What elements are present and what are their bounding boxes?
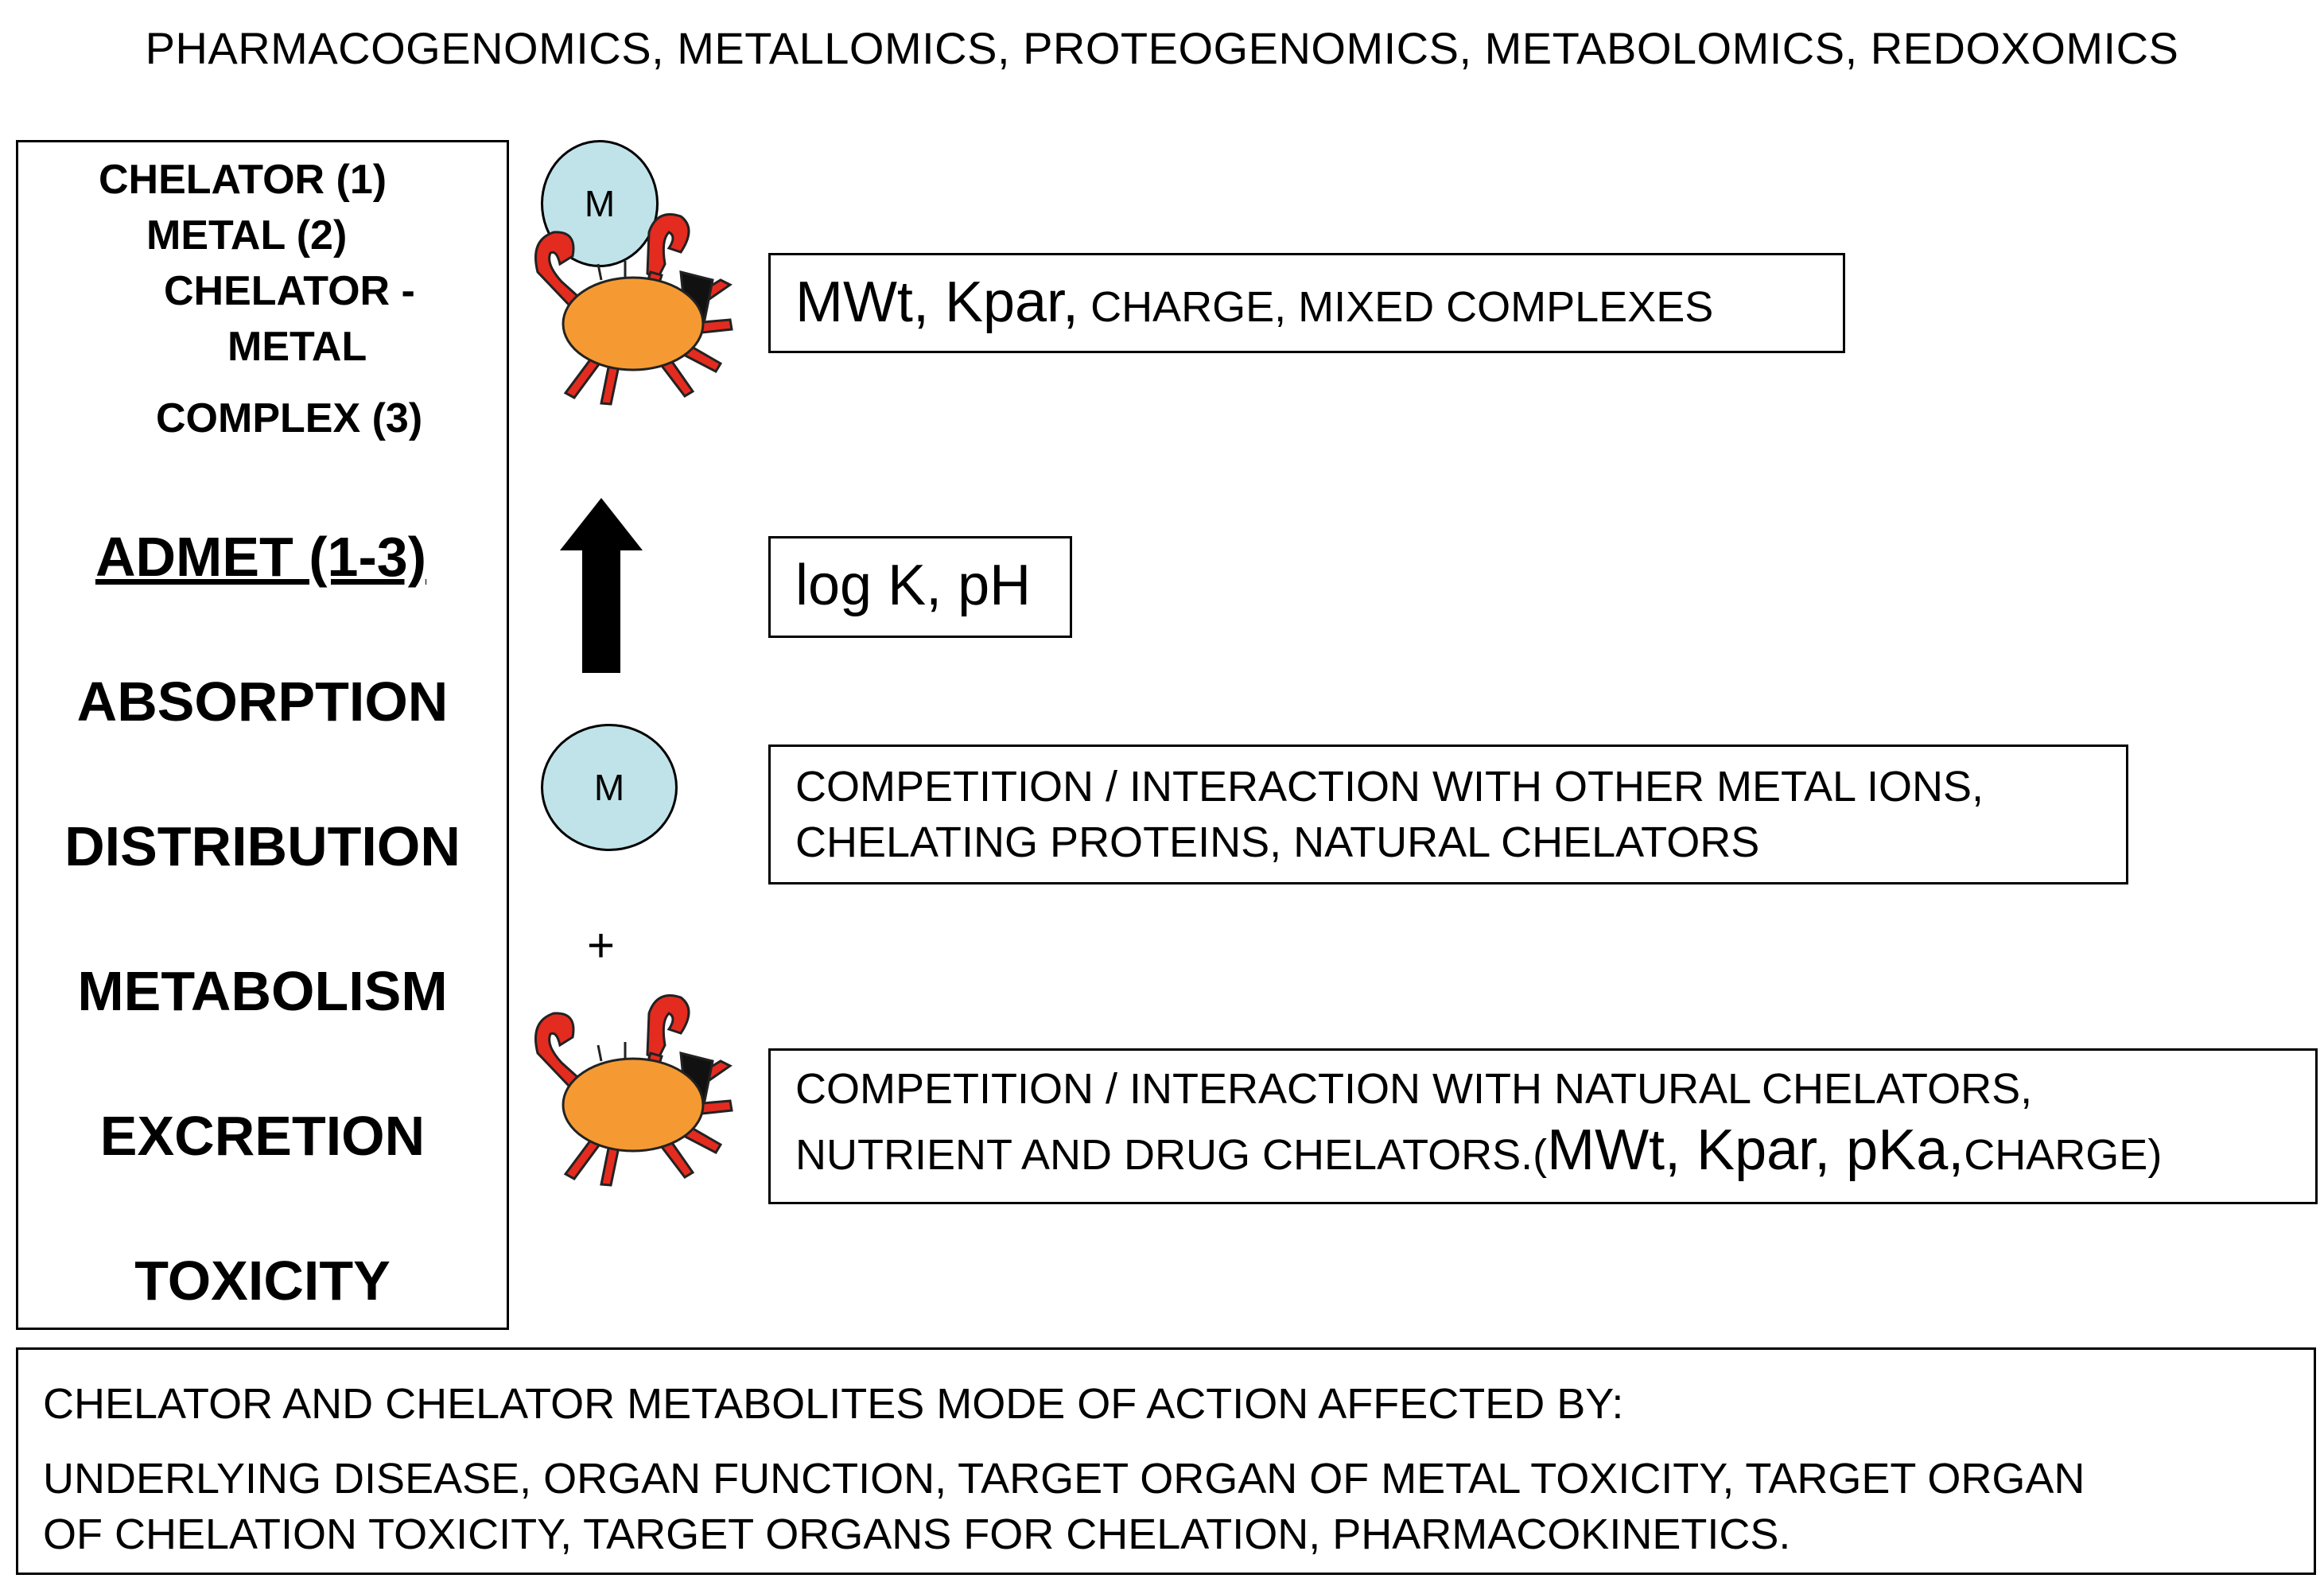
- mode-of-action-line1: CHELATOR AND CHELATOR METABOLITES MODE O…: [43, 1380, 1624, 1428]
- complex-label-line1: CHELATOR -: [164, 268, 415, 314]
- complex-properties-rest: CHARGE, MIXED COMPLEXES: [1078, 283, 1714, 331]
- complex-label-line3: COMPLEX (3): [156, 395, 423, 441]
- admet-panel: [16, 140, 509, 1330]
- distribution-label: DISTRIBUTION: [64, 815, 461, 877]
- metal-competition-box: [768, 745, 2128, 884]
- chelator-competition-line2-props: MWt, Kpar, pKa,: [1547, 1118, 1965, 1182]
- stability-text: log K, pH: [795, 554, 1032, 617]
- mode-of-action-line2: UNDERLYING DISEASE, ORGAN FUNCTION, TARG…: [43, 1455, 2085, 1503]
- chelator-competition-line2: NUTRIENT AND DRUG CHELATORS.(MWt, Kpar, …: [795, 1118, 2162, 1187]
- admet-heading: ADMET (1-3): [95, 526, 427, 588]
- stability-box: [768, 536, 1072, 638]
- metal-ion-mid: M: [541, 724, 678, 851]
- excretion-label: EXCRETION: [99, 1105, 426, 1167]
- metal-label: METAL (2): [146, 212, 348, 259]
- chelator-label: CHELATOR (1): [99, 157, 387, 203]
- metal-ion-top-label: M: [584, 183, 616, 224]
- chelator-competition-box: [768, 1048, 2318, 1204]
- complex-label-line2: METAL: [227, 324, 367, 370]
- complex-properties-box: [768, 253, 1845, 353]
- chelator-competition-line1: COMPETITION / INTERACTION WITH NATURAL C…: [795, 1065, 2033, 1113]
- plus-sign: +: [587, 919, 616, 972]
- metal-ion-mid-label: M: [593, 767, 625, 808]
- crab-icon: [534, 994, 733, 1187]
- complex-properties-text: MWt, Kpar, CHARGE, MIXED COMPLEXES: [795, 270, 1713, 339]
- absorption-label: ABSORPTION: [76, 671, 449, 733]
- complex-properties-main: MWt, Kpar,: [795, 270, 1079, 334]
- up-arrow-icon: [560, 498, 643, 673]
- toxicity-label: TOXICITY: [134, 1250, 391, 1312]
- page-title: PHARMACOGENOMICS, METALLOMICS, PROTEOGEN…: [145, 23, 2179, 73]
- metal-competition-line2: CHELATING PROTEINS, NATURAL CHELATORS: [795, 818, 1760, 866]
- crab-icon: [534, 213, 733, 406]
- chelator-competition-line2-start: NUTRIENT AND DRUG CHELATORS.(: [795, 1131, 1548, 1179]
- chelator-competition-line2-end: CHARGE): [1964, 1131, 2163, 1179]
- mode-of-action-box: [16, 1347, 2316, 1575]
- mode-of-action-line3: OF CHELATION TOXICITY, TARGET ORGANS FOR…: [43, 1510, 1791, 1558]
- metal-competition-line1: COMPETITION / INTERACTION WITH OTHER MET…: [795, 763, 1984, 811]
- metabolism-label: METABOLISM: [77, 960, 448, 1022]
